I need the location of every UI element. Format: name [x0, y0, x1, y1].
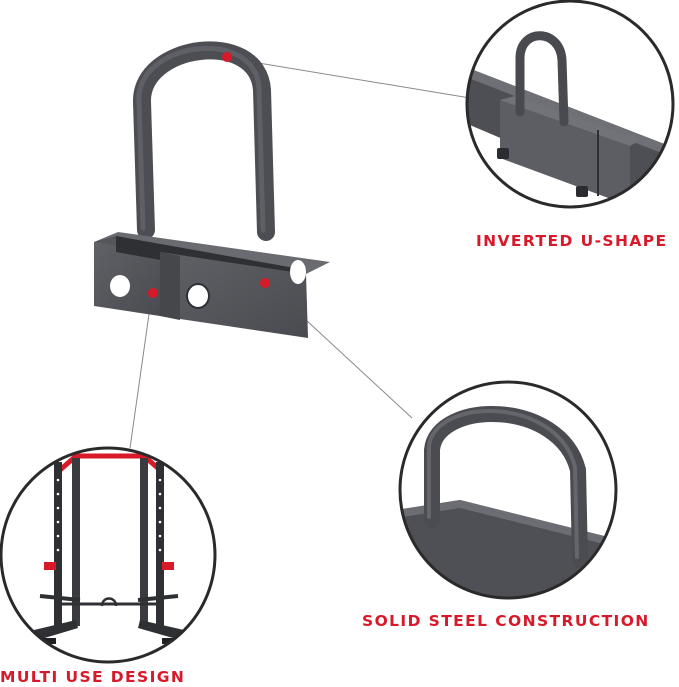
marker-dot [260, 278, 270, 288]
bolt-hole [110, 275, 130, 297]
callout-circle [0, 446, 217, 664]
callout-label-inverted-u-shape: INVERTED U-SHAPE [476, 232, 668, 250]
bolt-hole [186, 283, 210, 309]
marker-dot [148, 288, 158, 298]
main-bracket-image [94, 41, 330, 338]
callout-label-multi-use-design: MULTI USE DESIGN [0, 668, 186, 686]
leader-line-inverted [227, 57, 471, 99]
callout-circle [398, 380, 618, 600]
leader-line-multi [129, 292, 153, 449]
bolt-hole [290, 260, 306, 284]
power-rack-image [0, 446, 217, 664]
callout-circle [465, 0, 675, 209]
marker-dot [222, 52, 232, 62]
right-plate [160, 252, 308, 338]
u-shape-closeup-image [465, 0, 675, 209]
callout-label-solid-steel-construction: SOLID STEEL CONSTRUCTION [362, 612, 650, 630]
u-handle [132, 41, 275, 241]
steel-handle-closeup-image [398, 380, 618, 600]
